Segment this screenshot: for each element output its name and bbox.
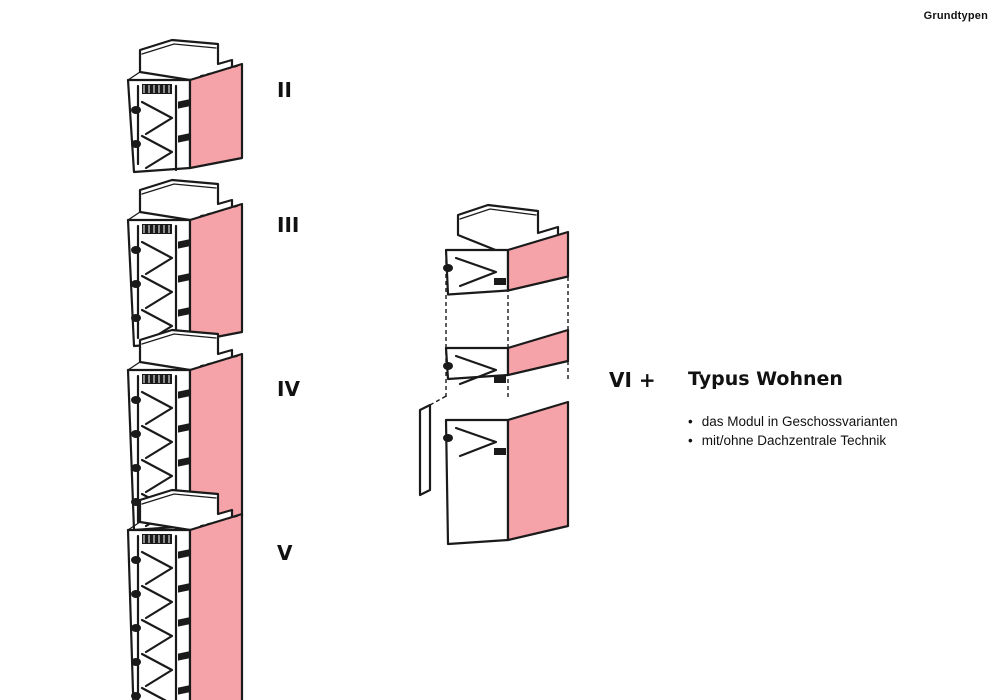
exploded-stack-sketch (418, 203, 570, 546)
type-label-iv: IV (277, 377, 300, 401)
building-sketch-v (126, 488, 244, 700)
typology-title: Typus Wohnen (688, 368, 843, 390)
type-label-v: V (277, 541, 293, 565)
building-sketch-ii (126, 38, 244, 174)
building-sketch-iii (126, 178, 244, 348)
typology-bullets: das Modul in Geschossvarianten mit/ohne … (688, 412, 898, 450)
page-label: Grundtypen (923, 10, 988, 22)
type-label-iii: III (277, 213, 300, 237)
type-label-ii: II (277, 78, 292, 102)
stack-label: VI + (609, 368, 656, 392)
bullet-item: das Modul in Geschossvarianten (688, 412, 898, 431)
bullet-item: mit/ohne Dachzentrale Technik (688, 431, 898, 450)
